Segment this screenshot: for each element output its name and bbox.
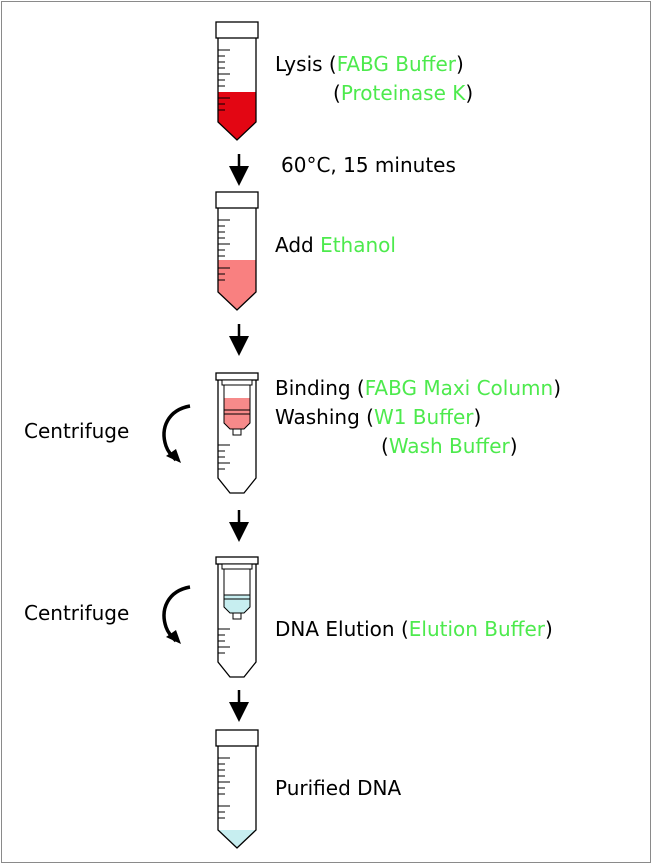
tube-icon — [215, 21, 259, 141]
reagent-elution-buffer: Elution Buffer — [408, 617, 545, 641]
tube-icon — [215, 191, 259, 311]
tube-icon — [215, 729, 259, 849]
ethanol-label: Add Ethanol — [275, 233, 396, 257]
elution-label: DNA Elution (Elution Buffer) — [275, 617, 553, 641]
lysis-label: Lysis (FABG Buffer) — [275, 52, 464, 76]
reagent-fabg-buffer: FABG Buffer — [336, 52, 456, 76]
curved-arrow-head — [166, 630, 181, 644]
wash-buffer-label: (Wash Buffer) — [381, 434, 518, 458]
curved-arrow-head — [166, 449, 181, 463]
proteinase-label: (Proteinase K) — [333, 81, 474, 105]
incubation-label: 60°C, 15 minutes — [281, 153, 456, 177]
binding-label: Binding (FABG Maxi Column) — [275, 376, 561, 400]
reagent-fabg-maxi-column: FABG Maxi Column — [364, 376, 554, 400]
reagent-w1-buffer: W1 Buffer — [373, 405, 474, 429]
purified-dna-label: Purified DNA — [275, 776, 402, 800]
spin-column-icon — [215, 556, 259, 678]
reagent-proteinase-k: Proteinase K — [340, 81, 466, 105]
reagent-ethanol: Ethanol — [320, 233, 396, 257]
centrifuge-label-2: Centrifuge — [24, 601, 130, 625]
spin-column-icon — [215, 372, 259, 494]
centrifuge-label-1: Centrifuge — [24, 419, 130, 443]
reagent-wash-buffer: Wash Buffer — [388, 434, 510, 458]
washing-label: Washing (W1 Buffer) — [275, 405, 482, 429]
